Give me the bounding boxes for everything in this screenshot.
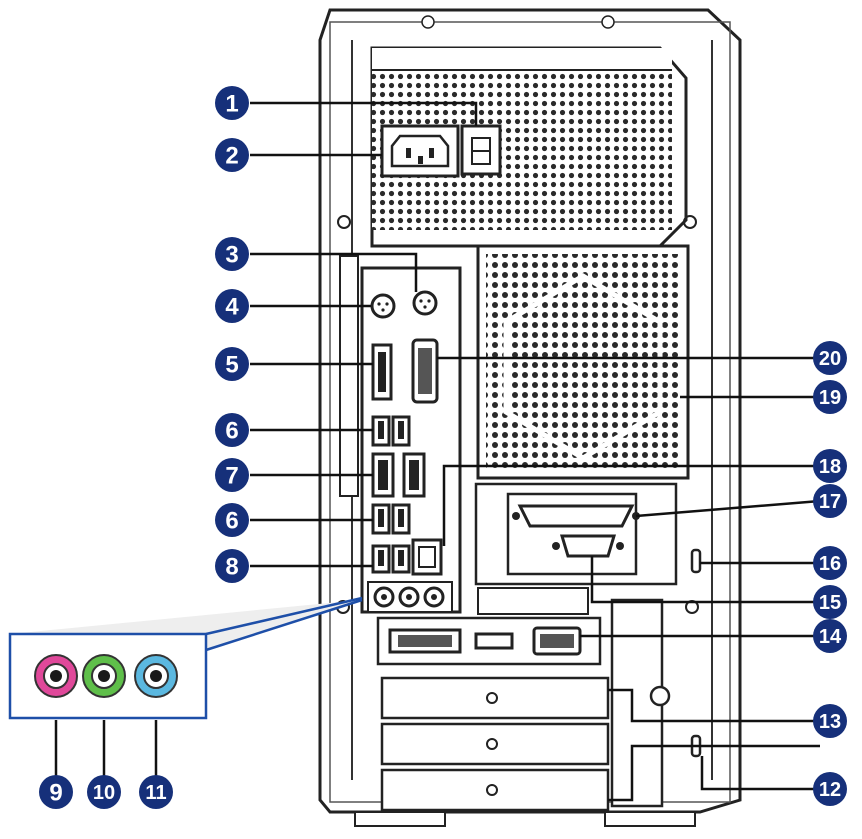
callout-number: 14 (819, 626, 842, 648)
callout-circle (215, 413, 249, 447)
callout-circle (813, 484, 847, 518)
parallel-port-icon[interactable] (512, 504, 640, 528)
callout-number: 10 (93, 782, 115, 804)
callout-number: 8 (225, 554, 238, 581)
callout-number: 16 (819, 553, 841, 575)
callout-badge-16: 16 (813, 546, 847, 580)
callout-number: 17 (819, 491, 841, 513)
callout-number: 15 (819, 592, 841, 614)
callout-circle (813, 449, 847, 483)
callout-badge-10: 10 (87, 775, 121, 809)
callout-circle (215, 237, 249, 271)
callout-circle (39, 775, 73, 809)
callout-badge-19: 19 (813, 380, 847, 414)
callout-number: 1 (225, 91, 238, 118)
callout-badge-6: 6 (215, 503, 249, 537)
callout-number: 9 (49, 780, 62, 807)
line-in-jack-icon[interactable] (134, 654, 178, 698)
callout-circle (215, 347, 249, 381)
callout-circle (813, 341, 847, 375)
callout-badge-18: 18 (813, 449, 847, 483)
callout-circle (813, 619, 847, 653)
callout-badge-11: 11 (139, 775, 173, 809)
power-connector-icon[interactable] (380, 124, 460, 178)
callout-circle (215, 86, 249, 120)
leader-lines (54, 101, 821, 802)
ps2-mouse-port-icon[interactable] (412, 290, 438, 316)
callout-badge-15: 15 (813, 585, 847, 619)
hdmi-port-icon[interactable] (371, 343, 393, 401)
callout-number: 19 (819, 387, 841, 409)
callout-number: 4 (225, 294, 239, 321)
callout-badge-6: 6 (215, 413, 249, 447)
callout-circle (139, 775, 173, 809)
callout-number: 2 (225, 143, 238, 170)
callout-circle (215, 138, 249, 172)
callout-badge-17: 17 (813, 484, 847, 518)
callout-badge-14: 14 (813, 619, 847, 653)
callout-badge-5: 5 (215, 347, 249, 381)
gpu-hdmi-port-icon[interactable] (474, 632, 514, 650)
dvi-port-icon[interactable] (388, 628, 462, 654)
callout-badge-9: 9 (39, 775, 73, 809)
mic-in-jack-icon[interactable] (82, 654, 126, 698)
callout-number: 20 (819, 348, 841, 370)
callout-number: 3 (225, 242, 238, 269)
lan-port-icon[interactable] (411, 538, 443, 576)
callout-badge-20: 20 (813, 341, 847, 375)
gpu-vga-port-icon[interactable] (532, 626, 582, 656)
callout-circle (813, 585, 847, 619)
callout-number: 11 (145, 782, 166, 804)
line-out-jack-icon[interactable] (34, 654, 78, 698)
power-switch-icon[interactable] (460, 124, 502, 176)
callout-badge-4: 4 (215, 289, 249, 323)
callout-number: 6 (225, 418, 238, 445)
callout-badge-12: 12 (813, 772, 847, 806)
audio-jacks-icon[interactable] (367, 581, 453, 613)
callout-badge-7: 7 (215, 458, 249, 492)
callout-circle (215, 289, 249, 323)
callout-number: 18 (819, 456, 841, 478)
callout-badge-3: 3 (215, 237, 249, 271)
ps2-keyboard-port-icon[interactable] (370, 293, 396, 319)
callout-badge-8: 8 (215, 549, 249, 583)
displayport-left-icon[interactable] (371, 452, 395, 498)
callout-badge-1: 1 (215, 86, 249, 120)
callout-number: 7 (225, 463, 238, 490)
callout-circle (87, 775, 121, 809)
callout-number: 5 (225, 352, 238, 379)
callout-badge-2: 2 (215, 138, 249, 172)
vga-port-icon[interactable] (411, 338, 439, 404)
callout-circle (215, 549, 249, 583)
callout-badge-13: 13 (813, 704, 847, 738)
callout-circle (813, 380, 847, 414)
displayport-right-icon[interactable] (402, 452, 426, 498)
callout-circle (813, 546, 847, 580)
callout-number: 13 (819, 711, 841, 733)
case-fan-vent (476, 244, 690, 480)
serial-port-icon[interactable] (552, 534, 624, 558)
expansion-slot-covers (380, 598, 671, 812)
usb-ports-lower-icon[interactable] (371, 544, 411, 574)
callout-circle (813, 704, 847, 738)
callout-number: 12 (819, 779, 841, 801)
callout-circle (813, 772, 847, 806)
callout-circle (215, 503, 249, 537)
usb-ports-upper-icon[interactable] (371, 415, 411, 447)
expansion-area (474, 482, 678, 586)
callout-number: 6 (225, 508, 238, 535)
kensington-lock-slot-icon[interactable] (690, 548, 702, 574)
callout-circle (215, 458, 249, 492)
